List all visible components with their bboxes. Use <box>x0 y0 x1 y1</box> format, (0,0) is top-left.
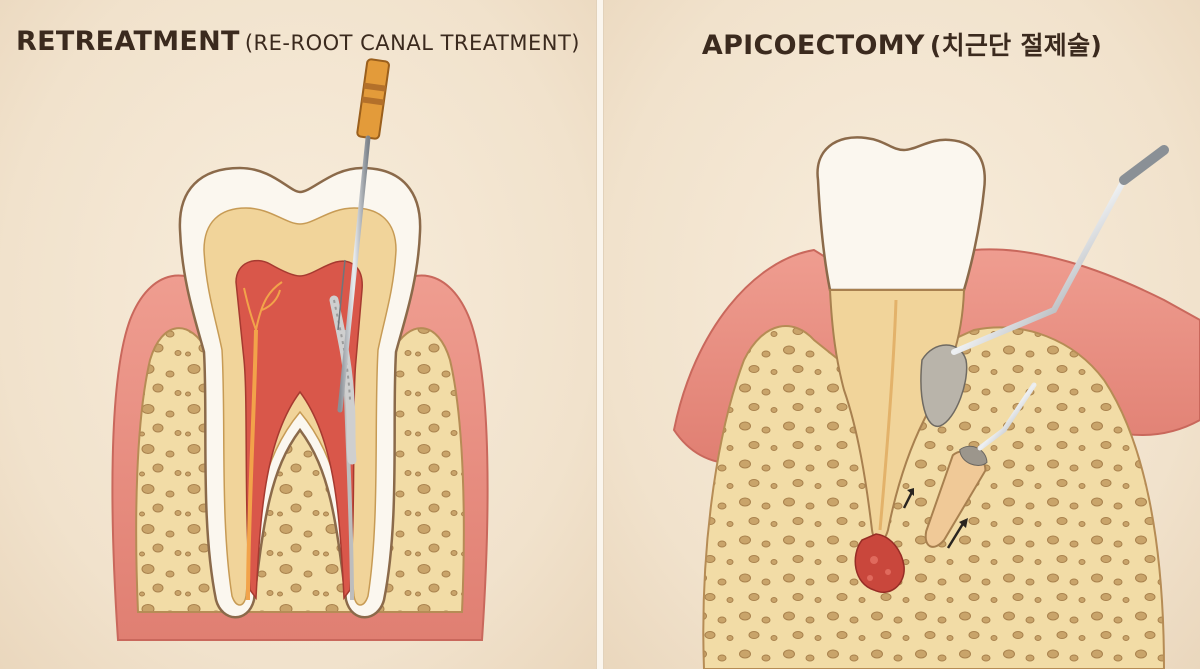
apicoectomy-title-main: APICOECTOMY <box>701 30 925 61</box>
surgical-instrument-lower <box>977 382 1037 451</box>
alveolar-bone <box>702 325 1166 669</box>
surgical-instrument-upper <box>951 145 1169 355</box>
arrow-icon <box>902 491 914 509</box>
apicoectomy-illustration <box>672 136 1200 669</box>
retreatment-illustration <box>111 58 489 641</box>
panel-divider <box>596 0 604 669</box>
endodontic-file <box>337 58 390 413</box>
root-canal <box>878 299 898 531</box>
panel-retreatment: RETREATMENT (RE-ROOT CANAL TREATMENT) <box>0 0 596 669</box>
apicoectomy-title: APICOECTOMY (치근단 절제술) <box>604 26 1200 62</box>
tooth-crown <box>816 136 986 292</box>
retreatment-title-sub: (RE-ROOT CANAL TREATMENT) <box>244 31 580 55</box>
nerve-branches <box>243 281 283 331</box>
arrow-icon <box>946 521 966 549</box>
panel-apicoectomy: APICOECTOMY (치근단 절제술) <box>604 0 1200 669</box>
apicoectomy-title-sub: (치근단 절제술) <box>929 31 1103 60</box>
surgical-window <box>920 344 968 427</box>
resected-root-tip <box>924 445 988 548</box>
retreatment-title: RETREATMENT (RE-ROOT CANAL TREATMENT) <box>0 26 596 57</box>
retreatment-title-main: RETREATMENT <box>16 26 240 57</box>
root-canal-left <box>246 329 258 601</box>
